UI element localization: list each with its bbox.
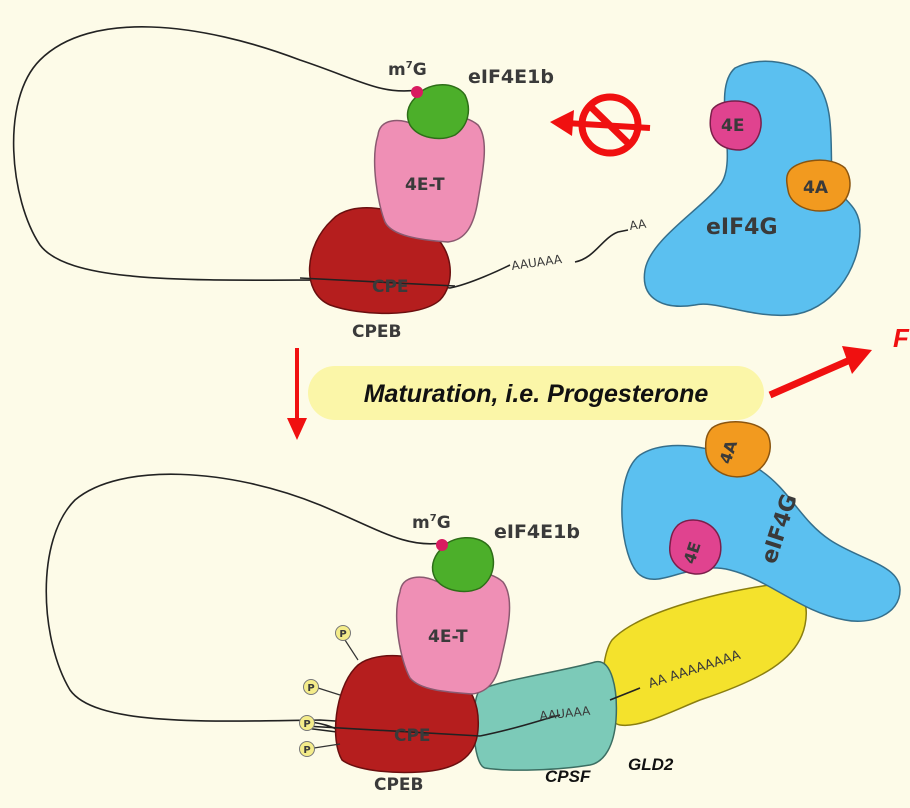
a4-protein-bottom: [704, 421, 771, 478]
aauaaa-label-top: AAUAAA: [510, 252, 563, 273]
strand-cpsf-gld2: [479, 714, 561, 737]
eif4e1b-protein-bottom: [431, 536, 495, 593]
phospho-groups: P P P P: [299, 625, 359, 757]
t4e-label-top: 4E-T: [405, 175, 445, 195]
mrna-tail-top: [574, 229, 629, 263]
phospho-label-2: P: [307, 683, 314, 694]
eif4g-protein-top: [643, 60, 861, 317]
eif4g-label-top: eIF4G: [706, 215, 778, 240]
aa-label-top: AA: [628, 217, 647, 233]
eif4e1b-label-bottom: eIF4E1b: [494, 521, 580, 543]
a4-label-top: 4A: [803, 178, 829, 198]
maturation-pill: [308, 366, 764, 420]
aauaaa-label-bottom: AAUAAA: [539, 704, 592, 723]
strand-gld2: [609, 687, 641, 701]
eif4g-protein-bottom: [621, 444, 901, 622]
diagonal-arrow-icon: [768, 346, 872, 399]
cpe-strand-bottom: [304, 725, 481, 737]
cut-letter-label: F: [893, 323, 910, 353]
eif4e1b-protein-top: [406, 84, 470, 140]
cpe-strand-top: [299, 277, 456, 287]
maturation-label: Maturation, i.e. Progesterone: [364, 380, 709, 408]
cpeb-label-bottom: CPEB: [374, 775, 424, 795]
cpe-label-top: CPE: [372, 277, 409, 297]
phospho-label-3: P: [303, 719, 310, 730]
transition-arrow-icon: [287, 348, 307, 440]
phospho-label-1: P: [339, 629, 346, 640]
blocked-interaction-icon: [550, 93, 651, 157]
cpe-label-bottom: CPE: [394, 726, 431, 746]
eif4e1b-label-top: eIF4E1b: [468, 66, 554, 88]
a4-protein-top: [785, 159, 851, 212]
m7g-cap-bottom: [436, 539, 448, 551]
m7g-label-top: m7G: [388, 60, 427, 80]
e4-label-top: 4E: [721, 116, 744, 136]
e4-protein-bottom: [669, 519, 722, 575]
cpsf-label: CPSF: [545, 767, 591, 786]
e4-protein-top: [709, 100, 762, 151]
gld2-protein: [602, 584, 807, 727]
gld2-label: GLD2: [628, 755, 674, 774]
m7g-cap-top: [411, 86, 423, 98]
cpeb-label-top: CPEB: [352, 322, 402, 342]
cpsf-protein: [472, 661, 618, 771]
m7g-label-bottom: m7G: [412, 513, 451, 533]
t4e-label-bottom: 4E-T: [428, 627, 468, 647]
phospho-label-4: P: [303, 745, 310, 756]
